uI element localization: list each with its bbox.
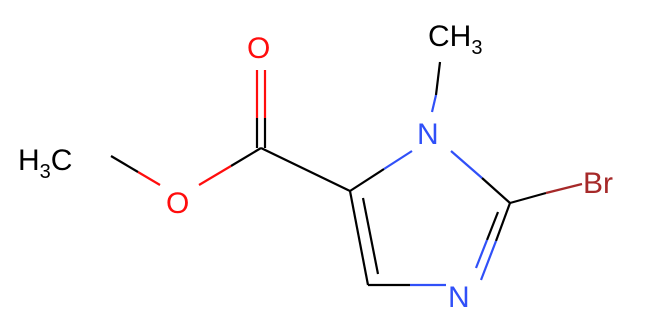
n-methyl-subscript: 3 xyxy=(471,37,482,59)
ring-to-ester-bond xyxy=(260,147,351,192)
ring-c2-n3-outer-blue xyxy=(479,240,498,281)
ring-c5-n1-dark xyxy=(349,168,385,192)
o-methyl-c: C xyxy=(51,144,73,177)
bromine-label: Br xyxy=(583,167,613,200)
ring-c2-n3-inner-blue xyxy=(474,239,489,269)
ester-co-bond-red xyxy=(198,165,232,186)
ring-nitrogen-3-label: N xyxy=(448,281,470,314)
n-methyl-label: CH3 xyxy=(428,20,482,59)
o-methyl-subscript: 3 xyxy=(40,161,51,183)
o-methyl-label: H3C xyxy=(18,144,72,183)
methoxy-bond-red xyxy=(137,171,161,186)
ring-nitrogen-1-label: N xyxy=(417,118,439,151)
ring-c4-c5-outer xyxy=(348,190,370,286)
c-br-bond-dark xyxy=(509,191,547,205)
ring-c2-n3-inner-dark xyxy=(485,211,500,241)
ring-c5-n1-blue xyxy=(383,150,413,170)
ester-oxygen-label: O xyxy=(166,187,189,220)
n-methyl-bond-dark xyxy=(434,61,442,96)
ring-c4-c5-inner xyxy=(361,197,380,275)
n-methyl-bond-blue xyxy=(430,94,438,113)
carbonyl-oxygen-label: O xyxy=(247,32,270,65)
methoxy-bond-dark xyxy=(110,155,139,173)
o-methyl-h: H xyxy=(18,144,40,177)
ring-c2-n3-outer-dark xyxy=(494,202,512,242)
ring-n1-c2-blue xyxy=(450,150,483,179)
ester-co-bond-dark xyxy=(230,147,262,167)
c-br-bond-red xyxy=(545,182,583,195)
ring-n1-c2-dark xyxy=(481,177,511,204)
n-methyl-main: CH xyxy=(428,20,471,53)
